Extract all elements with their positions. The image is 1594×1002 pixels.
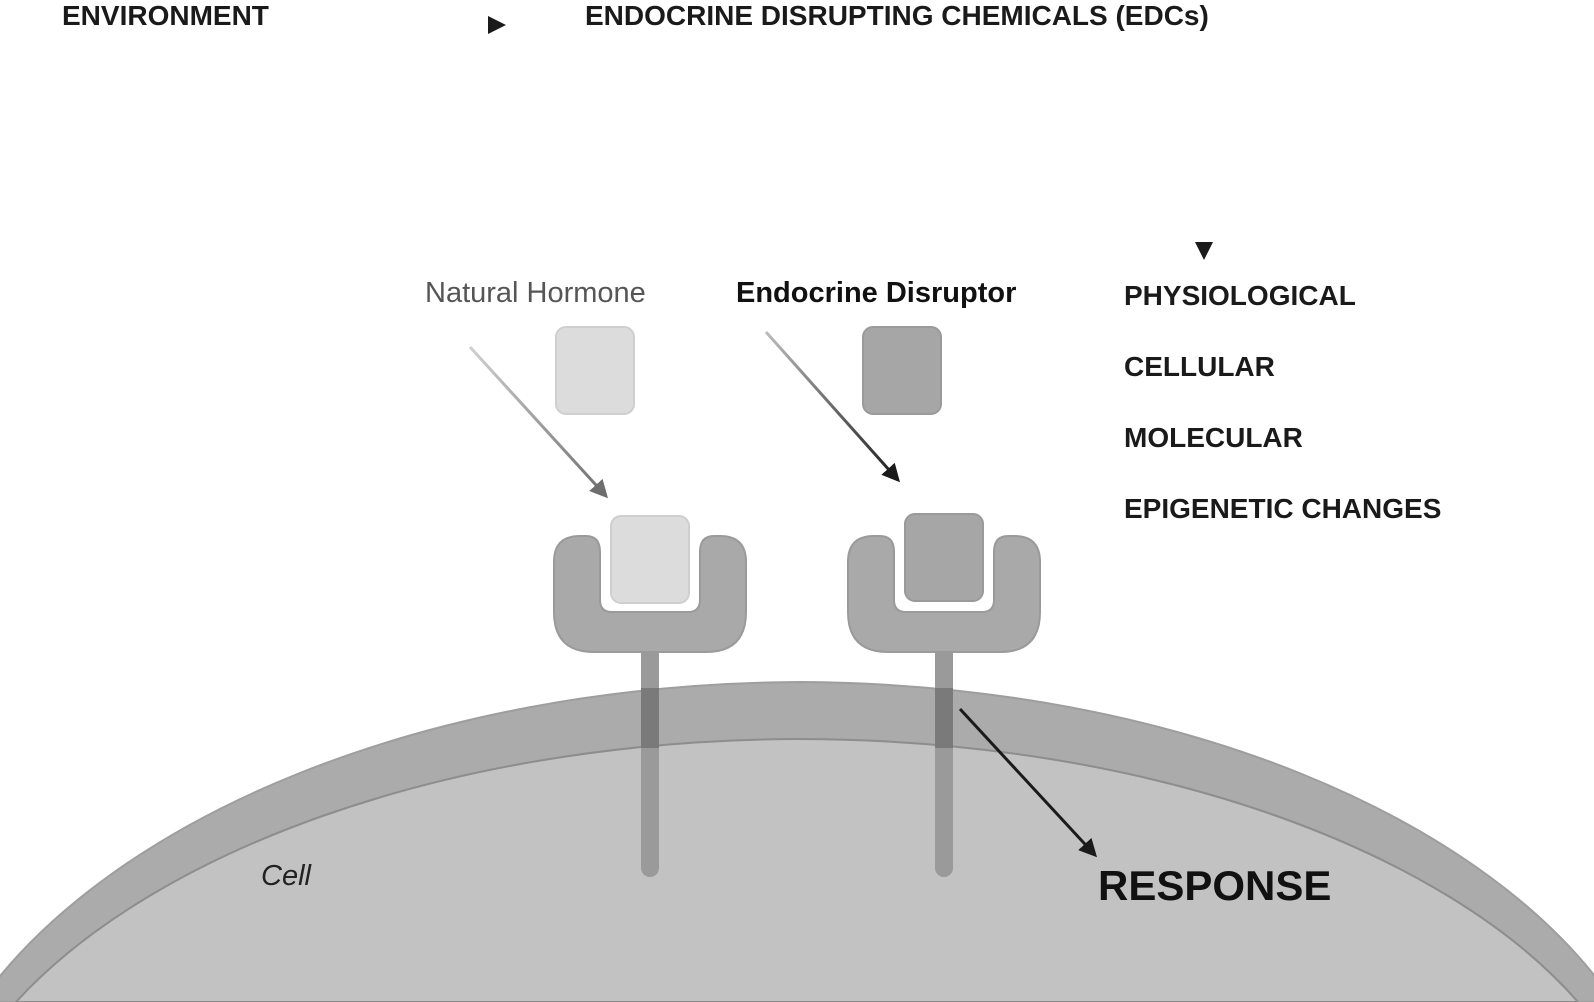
effect-physiological: PHYSIOLOGICAL <box>1124 280 1356 311</box>
arrow-receptor-to-response <box>958 707 1098 858</box>
receptor-disruptor-stalk-overlap <box>935 688 953 748</box>
disruptor-bound <box>904 513 984 602</box>
label-cell: Cell <box>261 860 311 892</box>
receptor-natural-cup <box>553 535 747 653</box>
receptor-natural-stalk <box>641 645 659 877</box>
receptor-disruptor-stalk <box>935 645 953 877</box>
label-response: RESPONSE <box>1098 862 1332 909</box>
label-edcs: ENDOCRINE DISRUPTING CHEMICALS (EDCs) <box>585 0 1209 31</box>
arrow-hormone-to-receptor <box>468 345 609 499</box>
label-endocrine-disruptor: Endocrine Disruptor <box>736 277 1017 309</box>
natural-hormone-molecule <box>555 326 635 415</box>
arrow-disruptor-to-receptor <box>764 331 900 483</box>
cell-body <box>0 680 1594 1002</box>
natural-hormone-bound <box>610 515 690 604</box>
receptor-natural-stalk-overlap <box>641 688 659 748</box>
receptor-natural <box>553 515 747 877</box>
receptor-disruptor <box>847 513 1041 877</box>
effect-cellular: CELLULAR <box>1124 351 1275 382</box>
label-natural-hormone: Natural Hormone <box>425 277 646 309</box>
effect-epigenetic-changes: EPIGENETIC CHANGES <box>1124 493 1442 524</box>
receptor-disruptor-cup <box>847 535 1041 653</box>
effect-molecular: MOLECULAR <box>1124 422 1303 453</box>
label-environment: ENVIRONMENT <box>62 0 269 31</box>
disruptor-molecule <box>862 326 942 415</box>
cell-interior <box>14 737 1580 1002</box>
